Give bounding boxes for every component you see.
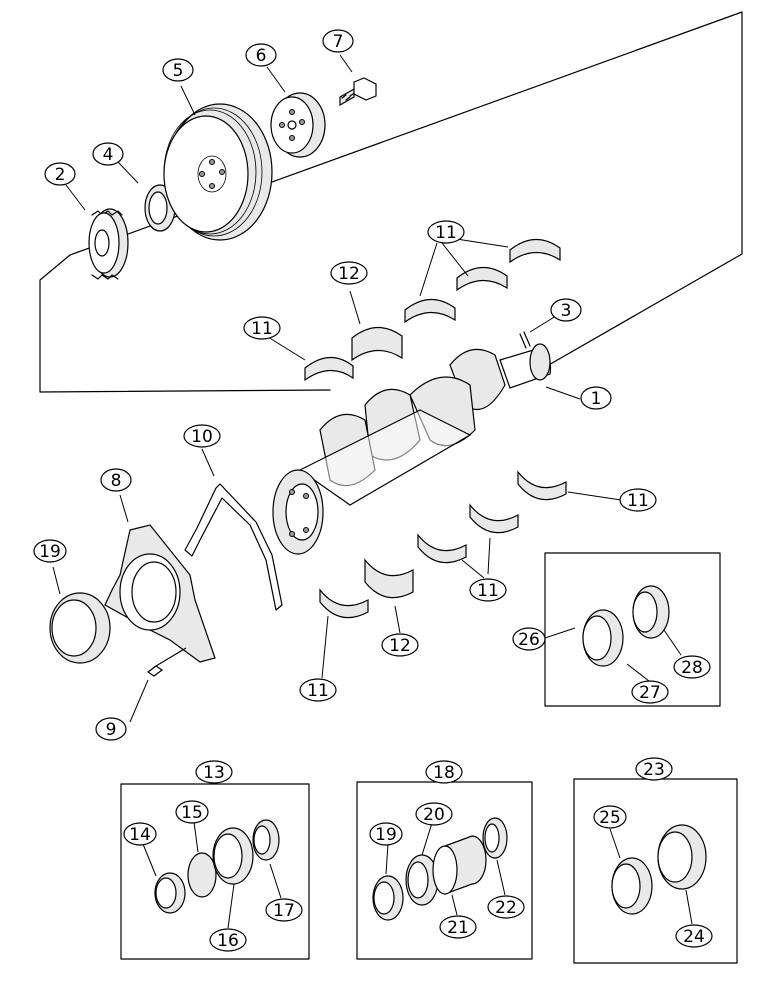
svg-text:21: 21 bbox=[447, 918, 469, 938]
svg-text:24: 24 bbox=[683, 927, 705, 947]
svg-text:6: 6 bbox=[256, 46, 267, 66]
svg-text:11: 11 bbox=[627, 491, 649, 511]
svg-text:19: 19 bbox=[375, 825, 397, 845]
callout-26: 26 bbox=[512, 627, 546, 651]
callout-12-upper: 12 bbox=[330, 261, 368, 285]
callout-17: 17 bbox=[265, 898, 303, 922]
svg-text:23: 23 bbox=[643, 760, 665, 780]
callout-13: 13 bbox=[195, 760, 233, 784]
svg-text:25: 25 bbox=[599, 808, 621, 828]
housing-bolt bbox=[146, 647, 187, 677]
callout-11-upper-right: 11 bbox=[427, 220, 465, 244]
svg-text:22: 22 bbox=[495, 898, 517, 918]
callout-7: 7 bbox=[322, 29, 354, 53]
explode-frame-top bbox=[69, 11, 743, 371]
callout-14: 14 bbox=[123, 822, 157, 846]
callout-24: 24 bbox=[675, 924, 713, 948]
kit-box-13 bbox=[120, 783, 310, 960]
svg-text:17: 17 bbox=[273, 901, 295, 921]
svg-text:11: 11 bbox=[477, 581, 499, 601]
callout-12-lower: 12 bbox=[381, 633, 419, 657]
sleeve-and-seal-26 bbox=[582, 585, 670, 667]
seal-parts-23 bbox=[611, 824, 707, 915]
callout-22: 22 bbox=[487, 895, 525, 919]
svg-text:7: 7 bbox=[333, 32, 344, 52]
callout-25: 25 bbox=[593, 805, 627, 829]
callout-28: 28 bbox=[673, 655, 711, 679]
rear-cover-gasket bbox=[184, 483, 283, 611]
callout-11-upper-left: 11 bbox=[243, 316, 281, 340]
seal-parts-13 bbox=[154, 819, 280, 914]
callout-10: 10 bbox=[183, 424, 221, 448]
callout-3: 3 bbox=[550, 298, 582, 322]
svg-text:3: 3 bbox=[561, 301, 572, 321]
callout-9: 9 bbox=[95, 717, 127, 741]
callout-4: 4 bbox=[92, 142, 124, 166]
svg-text:15: 15 bbox=[181, 803, 203, 823]
svg-text:16: 16 bbox=[217, 931, 239, 951]
svg-text:10: 10 bbox=[191, 427, 213, 447]
crankshaft-pulley bbox=[163, 103, 273, 241]
callout-11-lower-right: 11 bbox=[619, 488, 657, 512]
svg-text:9: 9 bbox=[106, 720, 117, 740]
crankshaft-gear bbox=[88, 208, 129, 280]
callout-2: 2 bbox=[44, 162, 76, 186]
svg-text:20: 20 bbox=[423, 805, 445, 825]
svg-text:5: 5 bbox=[173, 61, 184, 81]
svg-text:28: 28 bbox=[681, 658, 703, 678]
svg-text:12: 12 bbox=[389, 636, 411, 656]
callout-23: 23 bbox=[635, 757, 673, 781]
callout-21: 21 bbox=[439, 915, 477, 939]
callout-1: 1 bbox=[580, 386, 612, 410]
svg-text:19: 19 bbox=[39, 542, 61, 562]
svg-text:12: 12 bbox=[338, 264, 360, 284]
explode-frame bbox=[39, 254, 331, 393]
svg-text:4: 4 bbox=[103, 145, 114, 165]
damper-hub bbox=[270, 92, 326, 158]
callout-16: 16 bbox=[209, 928, 247, 952]
dowel-pin bbox=[519, 331, 531, 349]
svg-text:2: 2 bbox=[55, 165, 66, 185]
pulley-bolt bbox=[339, 77, 377, 107]
callout-8: 8 bbox=[100, 468, 132, 492]
crankshaft bbox=[272, 343, 552, 555]
seal-parts-18 bbox=[372, 817, 508, 921]
callout-19: 19 bbox=[33, 539, 67, 563]
lower-bearing-shells bbox=[319, 470, 567, 619]
callout-18: 18 bbox=[425, 760, 463, 784]
svg-text:18: 18 bbox=[433, 763, 455, 783]
callout-11-lower-middle: 11 bbox=[469, 578, 507, 602]
upper-bearing-shells bbox=[304, 238, 561, 382]
leader-lines bbox=[52, 54, 693, 929]
svg-text:11: 11 bbox=[435, 223, 457, 243]
callout-11-lower-left: 11 bbox=[299, 678, 337, 702]
callout-19-kit: 19 bbox=[369, 822, 403, 846]
svg-text:13: 13 bbox=[203, 763, 225, 783]
svg-text:8: 8 bbox=[111, 471, 122, 491]
rear-seal-housing bbox=[104, 524, 216, 663]
kit-box-26 bbox=[544, 552, 721, 707]
callout-6: 6 bbox=[245, 43, 277, 67]
rear-seal bbox=[49, 592, 111, 664]
callout-5: 5 bbox=[162, 58, 194, 82]
svg-text:1: 1 bbox=[591, 389, 602, 409]
svg-text:26: 26 bbox=[518, 630, 540, 650]
callout-20: 20 bbox=[415, 802, 453, 826]
svg-text:11: 11 bbox=[251, 319, 273, 339]
svg-text:14: 14 bbox=[129, 825, 151, 845]
callout-15: 15 bbox=[175, 800, 209, 824]
callout-27: 27 bbox=[631, 680, 669, 704]
svg-text:11: 11 bbox=[307, 681, 329, 701]
svg-text:27: 27 bbox=[639, 683, 661, 703]
